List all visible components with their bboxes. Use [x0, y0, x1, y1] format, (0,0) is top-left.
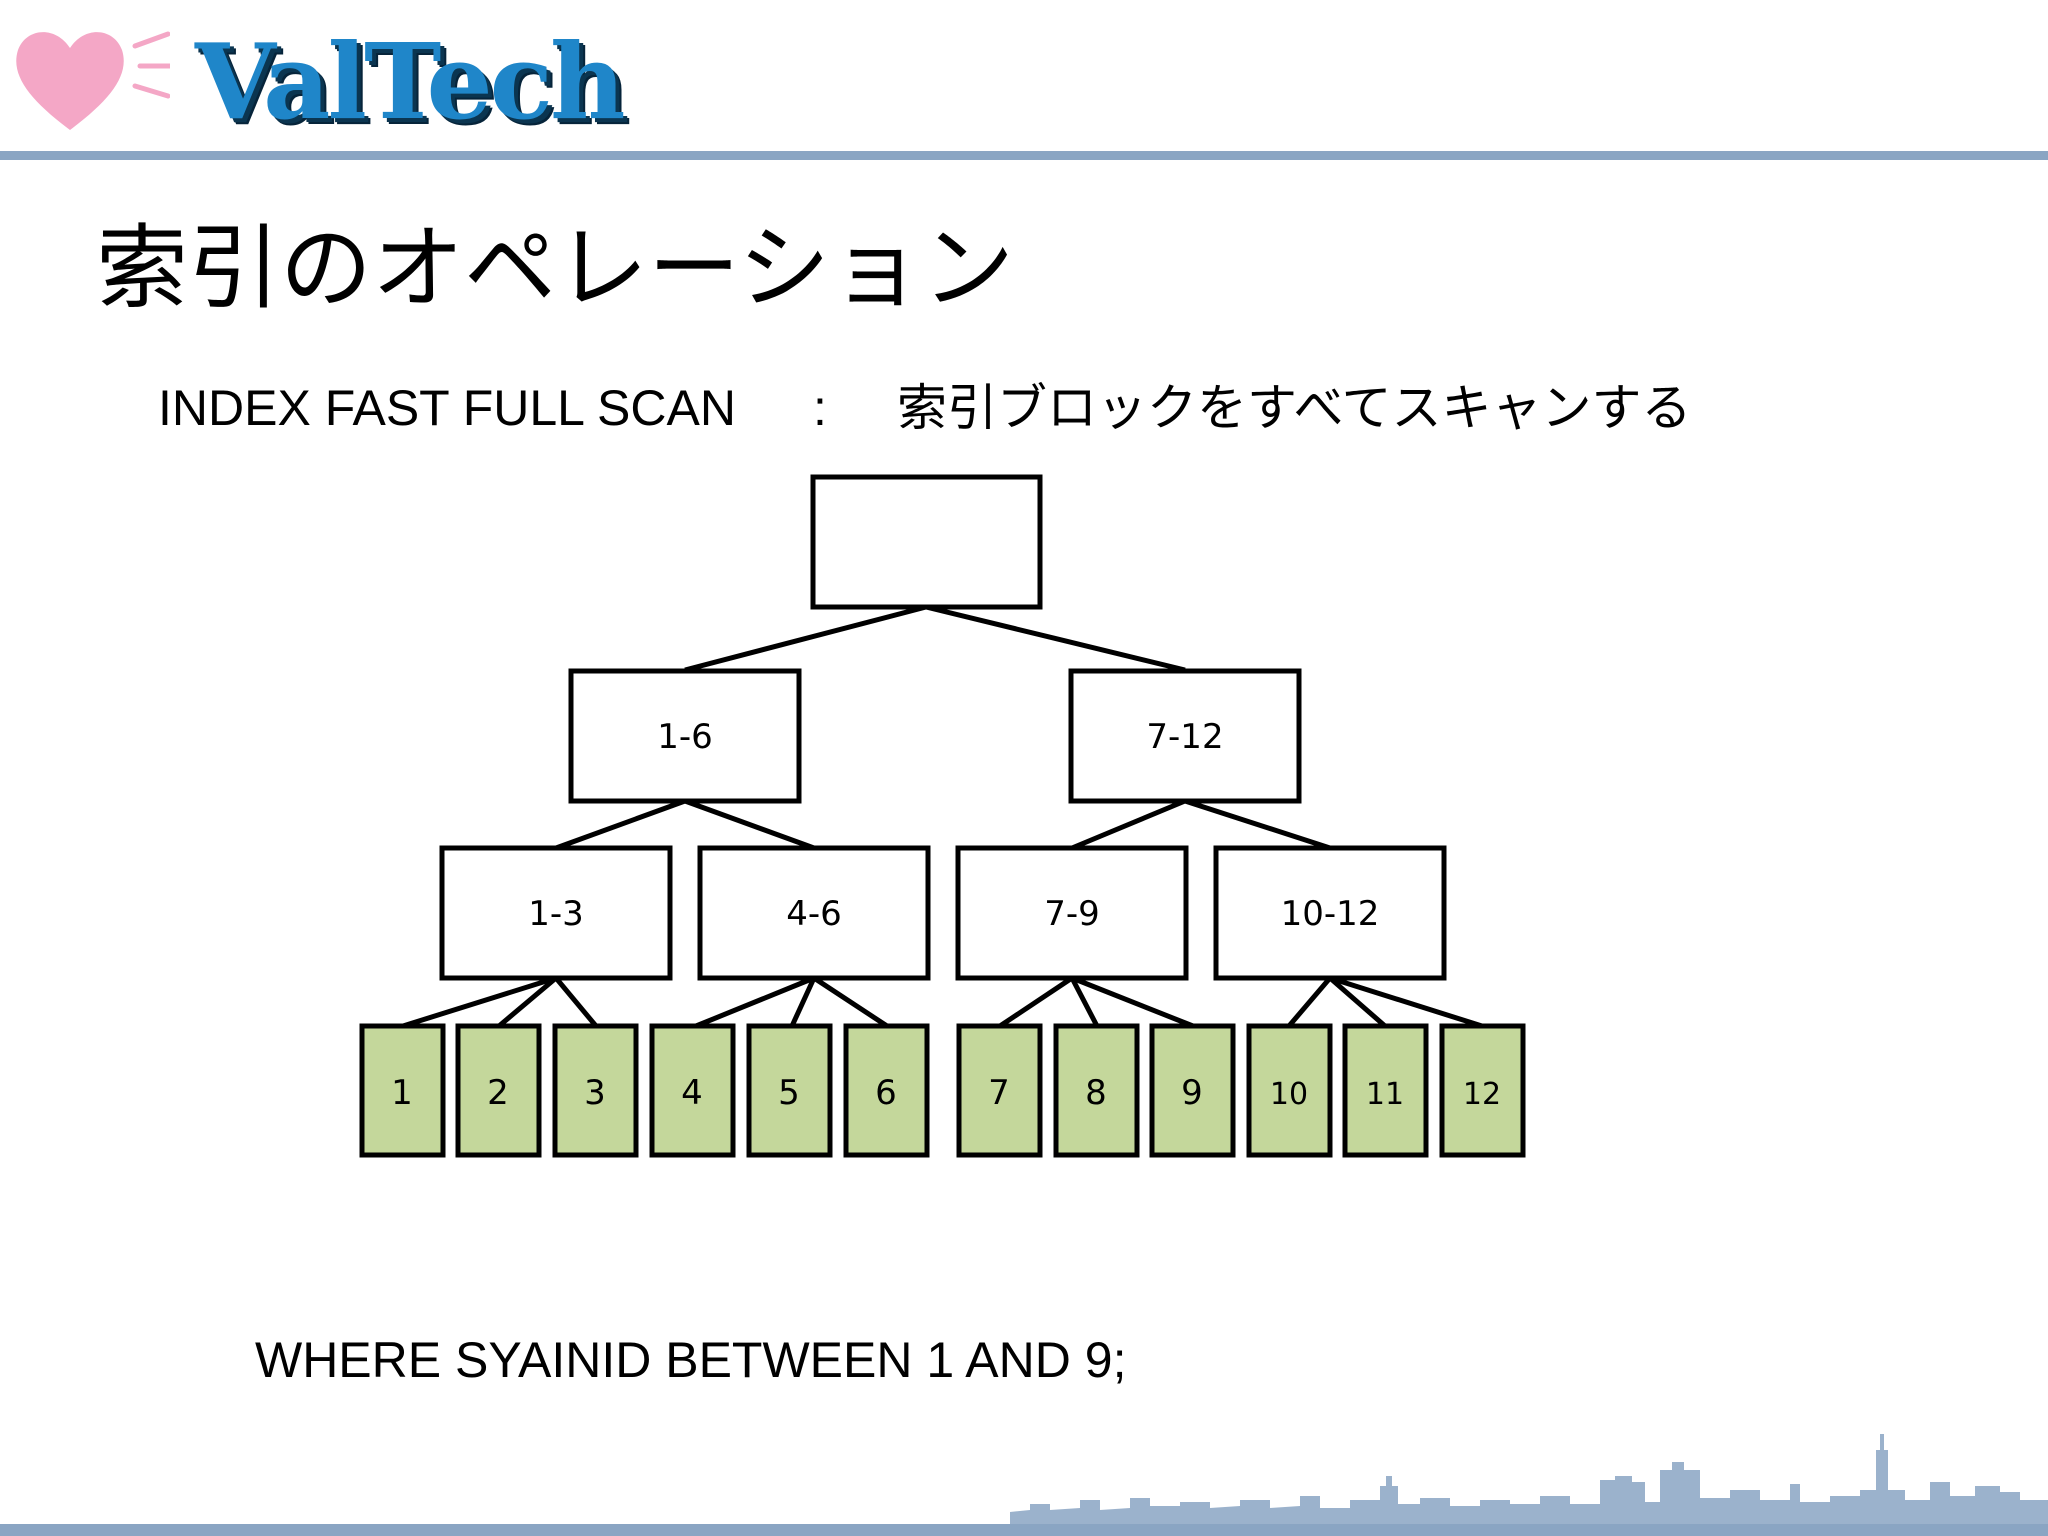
- leaf-block-3: [552, 1023, 639, 1158]
- operation-separator: :: [813, 380, 827, 436]
- branch-block-4-6: 4-6: [697, 845, 931, 981]
- branch-block-7-9: 7-9: [955, 845, 1189, 981]
- operation-name: INDEX FAST FULL SCAN: [158, 380, 736, 436]
- leaf-label: 5: [778, 1073, 800, 1113]
- branch-block-label: 7-12: [1146, 717, 1223, 757]
- branch-block-10-12: 10-12: [1213, 845, 1447, 981]
- operation-line: INDEX FAST FULL SCAN: 索引ブロックをすべてスキャンする: [158, 378, 1692, 438]
- sql-where-clause: WHERE SYAINID BETWEEN 1 AND 9;: [255, 1332, 1127, 1388]
- leaf-block-10: [1246, 1023, 1333, 1158]
- branch-block-label: 1-6: [657, 717, 713, 757]
- leaf-label: 10: [1270, 1077, 1308, 1112]
- leaf-label: 2: [487, 1073, 509, 1113]
- tree-connectors: [402, 604, 1483, 1029]
- leaf-label: 11: [1366, 1077, 1404, 1112]
- edge-to-leaf-3: [554, 976, 598, 1028]
- leaf-block-9: [1149, 1023, 1236, 1158]
- edge-to-leaf-8: [1069, 976, 1100, 1028]
- footer-divider: [0, 1524, 2048, 1536]
- edge-to-leaf-9: [1071, 975, 1194, 1029]
- branch-block-label: 4-6: [786, 894, 842, 934]
- leaf-block-7: [956, 1023, 1043, 1158]
- slide-title: 索引のオペレーション: [96, 215, 1015, 322]
- edge-to-leaf-10: [1287, 976, 1332, 1028]
- root-block: [810, 474, 1043, 610]
- header-divider: [0, 151, 2048, 160]
- branch-block-1-3: 1-3: [439, 845, 673, 981]
- branch-block-1-6: 1-6: [568, 668, 802, 804]
- heart-logo-icon: [16, 31, 170, 130]
- leaf-blocks: [359, 1023, 1526, 1158]
- branch-block-label: 7-9: [1044, 894, 1100, 934]
- leaf-label: 1: [391, 1073, 413, 1113]
- edge-to-leaf-1: [402, 975, 557, 1029]
- edge-to-leaf-6: [812, 975, 889, 1029]
- edge-to-leaf-7: [998, 975, 1074, 1029]
- edge-7-12-to-10-12: [1184, 798, 1331, 851]
- leaf-block-12: [1439, 1023, 1526, 1158]
- leaf-block-2: [455, 1023, 542, 1158]
- leaf-label: 12: [1463, 1077, 1501, 1112]
- branch-block-label: 10-12: [1281, 894, 1380, 934]
- leaf-label: 8: [1085, 1073, 1107, 1113]
- edge-1-6-to-4-6: [684, 798, 815, 851]
- edge-to-leaf-2: [497, 976, 558, 1028]
- leaf-label: 9: [1181, 1073, 1203, 1113]
- edge-root-left: [684, 604, 927, 673]
- leaf-block-8: [1053, 1023, 1140, 1158]
- leaf-label: 6: [875, 1073, 897, 1113]
- leaf-block-6: [843, 1023, 930, 1158]
- btree-diagram: 1-6 7-12 1-3 4-6 7-9 10-12 1 2 3: [359, 474, 1526, 1158]
- leaf-labels: 1 2 3 4 5 6 7 8 9 10 11 12: [391, 1073, 1501, 1113]
- header: ValTech: [0, 0, 2048, 160]
- city-skyline-image: [1010, 1434, 2048, 1530]
- leaf-label: 7: [988, 1073, 1010, 1113]
- edge-to-leaf-11: [1328, 976, 1387, 1028]
- branch-block-label: 1-3: [528, 894, 584, 934]
- leaf-block-4: [649, 1023, 736, 1158]
- edge-to-leaf-12: [1329, 975, 1483, 1029]
- edge-to-leaf-4: [695, 975, 815, 1029]
- edge-7-12-to-7-9: [1071, 798, 1186, 851]
- edge-to-leaf-5: [789, 976, 817, 1028]
- edge-1-6-to-1-3: [555, 798, 686, 851]
- brand-logo-text: ValTech: [195, 20, 626, 143]
- leaf-block-1: [359, 1023, 446, 1158]
- leaf-block-11: [1342, 1023, 1429, 1158]
- edge-root-right: [925, 604, 1186, 673]
- leaf-block-5: [746, 1023, 833, 1158]
- leaf-label: 4: [681, 1073, 703, 1113]
- operation-description: 索引ブロックをすべてスキャンする: [897, 380, 1692, 436]
- leaf-label: 3: [584, 1073, 606, 1113]
- branch-block-7-12: 7-12: [1068, 668, 1302, 804]
